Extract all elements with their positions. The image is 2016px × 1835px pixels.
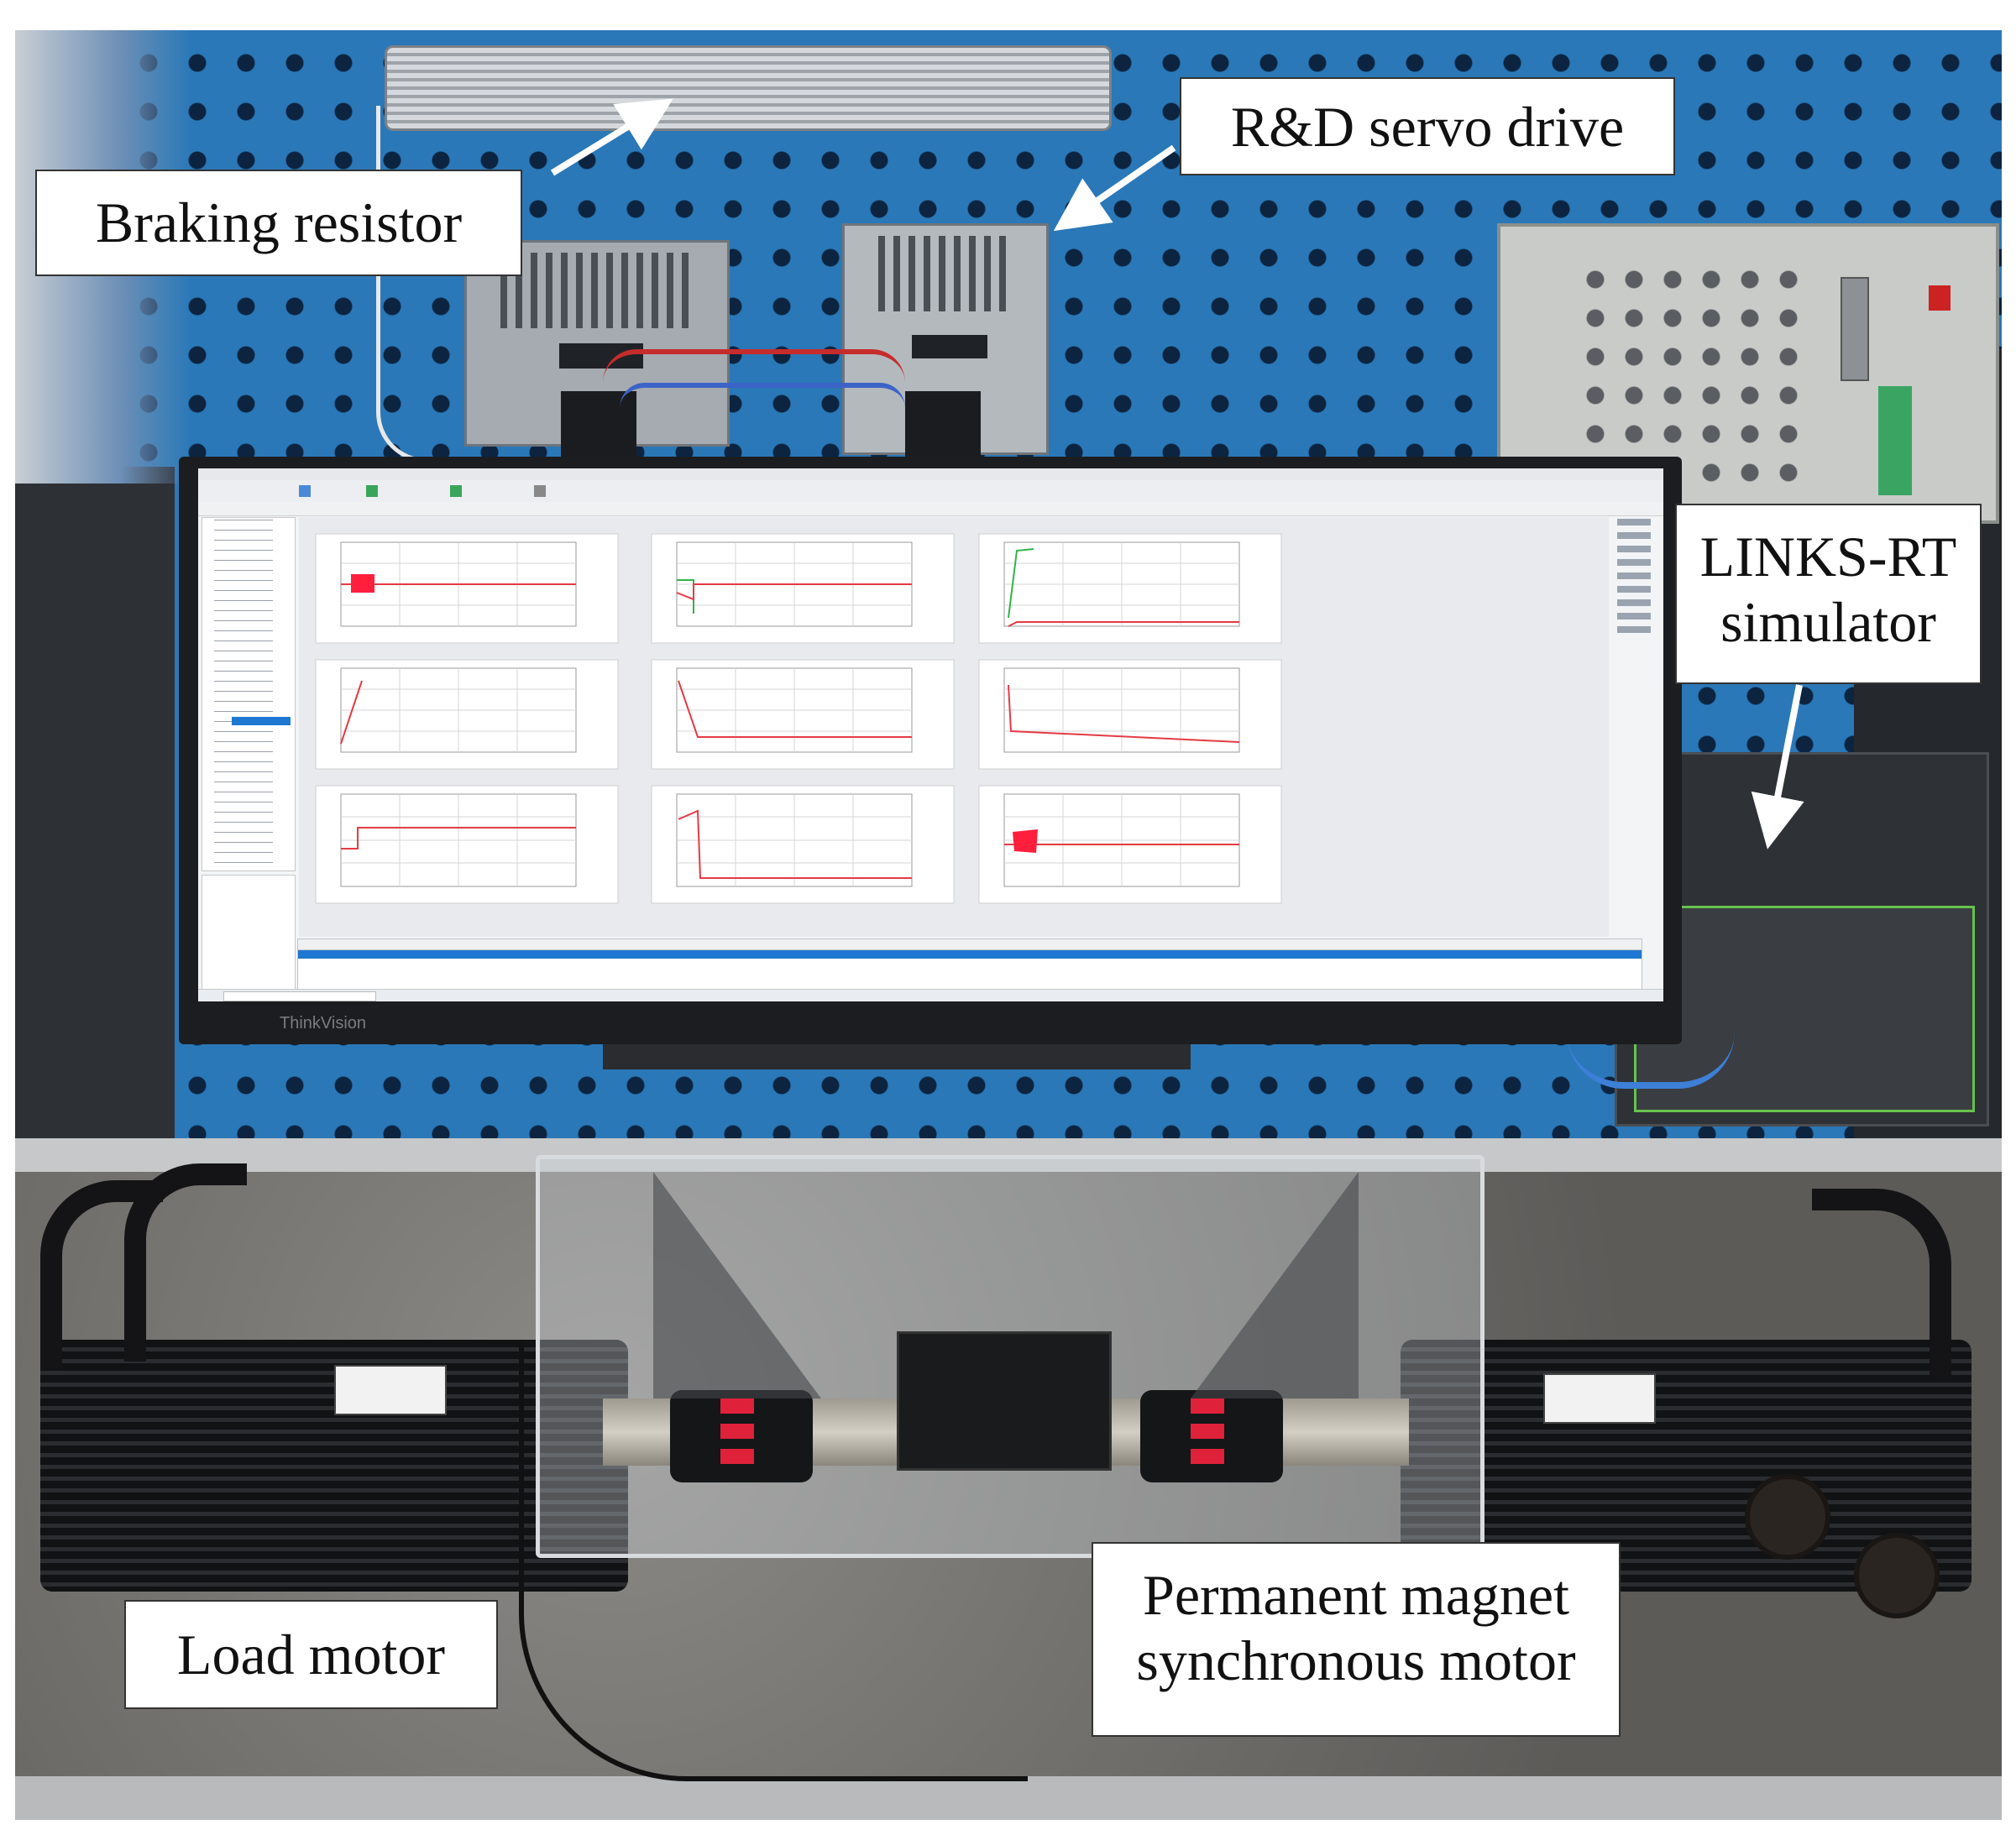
bench-rail-bottom	[15, 1776, 2002, 1820]
arrow-to-simulator	[1751, 684, 1804, 850]
drive-display	[912, 335, 987, 358]
plot-8	[651, 785, 955, 904]
plot-9	[978, 785, 1282, 904]
db-connector	[1841, 277, 1869, 381]
coupling-right	[1140, 1390, 1283, 1482]
plot-1	[315, 533, 619, 644]
wire-blue	[620, 383, 905, 447]
toolbar-icon[interactable]	[299, 485, 311, 497]
plot-area	[299, 517, 1609, 937]
sensor-cable	[519, 1340, 1028, 1781]
load-motor-nameplate	[334, 1365, 447, 1415]
right-tool-column[interactable]	[1617, 519, 1651, 636]
toolbar-icon[interactable]	[534, 485, 546, 497]
table-row-selected[interactable]	[298, 950, 1642, 959]
label-simulator-line-2: simulator	[1720, 590, 1936, 655]
annotation-arrows	[550, 98, 1804, 850]
red-marker	[1013, 829, 1038, 853]
toolbar-icon[interactable]	[450, 485, 462, 497]
label-simulator-line-1: LINKS-RT	[1699, 525, 1957, 588]
tree-item-selected[interactable]	[232, 717, 291, 725]
rd-servo-drive	[842, 223, 1049, 455]
coupling-spider-red	[720, 1398, 754, 1474]
label-pmsm-line-2: synchronous motor	[1136, 1628, 1576, 1693]
red-marker	[351, 574, 374, 593]
arrow-to-braking-resistor	[550, 98, 673, 176]
search-box[interactable]	[223, 991, 376, 1001]
monitor-screen	[198, 468, 1663, 1001]
drive-vent-grille	[500, 253, 694, 328]
pmsm-connector-cap	[1854, 1533, 1940, 1618]
coupling-left	[670, 1390, 813, 1482]
left-cabinet	[15, 467, 175, 1138]
ethernet-cable-blue	[1567, 1032, 1735, 1089]
property-panel	[202, 875, 296, 994]
label-pmsm: Permanent magnet synchronous motor	[1092, 1542, 1621, 1737]
monitor-brand: ThinkVision	[280, 1014, 367, 1033]
toolbar-icon[interactable]	[366, 485, 378, 497]
project-tree-sidebar[interactable]	[202, 517, 296, 871]
pmsm-connector-cap	[1745, 1474, 1830, 1560]
lab-test-bench-photo: ThinkVision	[15, 30, 2002, 1820]
coupling-spider-red	[1191, 1398, 1224, 1474]
drive-vent-grille	[878, 236, 1013, 311]
table-header	[298, 939, 1642, 950]
label-servo-drive: R&D servo drive	[1180, 77, 1675, 175]
arrow-to-servo-drive	[1053, 144, 1176, 232]
power-switch	[1929, 285, 1951, 311]
oscilloscope-plots	[315, 533, 1282, 904]
terminal-block-green	[1878, 386, 1912, 495]
plot-5	[651, 659, 955, 770]
plot-7	[315, 785, 619, 904]
windows-taskbar	[198, 989, 1663, 1001]
braking-resistor	[385, 45, 1112, 131]
pmsm-nameplate	[1543, 1373, 1656, 1424]
label-braking-resistor: Braking resistor	[35, 170, 522, 276]
plot-4	[315, 659, 619, 770]
wire-red	[603, 349, 905, 430]
label-pmsm-line-1: Permanent magnet	[1143, 1563, 1569, 1627]
label-simulator: LINKS-RT simulator	[1675, 504, 1982, 684]
app-subtoolbar	[198, 502, 1663, 516]
monitor-stand	[603, 1044, 1191, 1069]
variable-table[interactable]	[297, 938, 1642, 991]
bnc-connector-grid	[1576, 260, 1811, 487]
plot-6	[978, 659, 1282, 770]
label-load-motor: Load motor	[124, 1600, 498, 1709]
plot-2	[651, 533, 955, 644]
plot-3	[978, 533, 1282, 644]
